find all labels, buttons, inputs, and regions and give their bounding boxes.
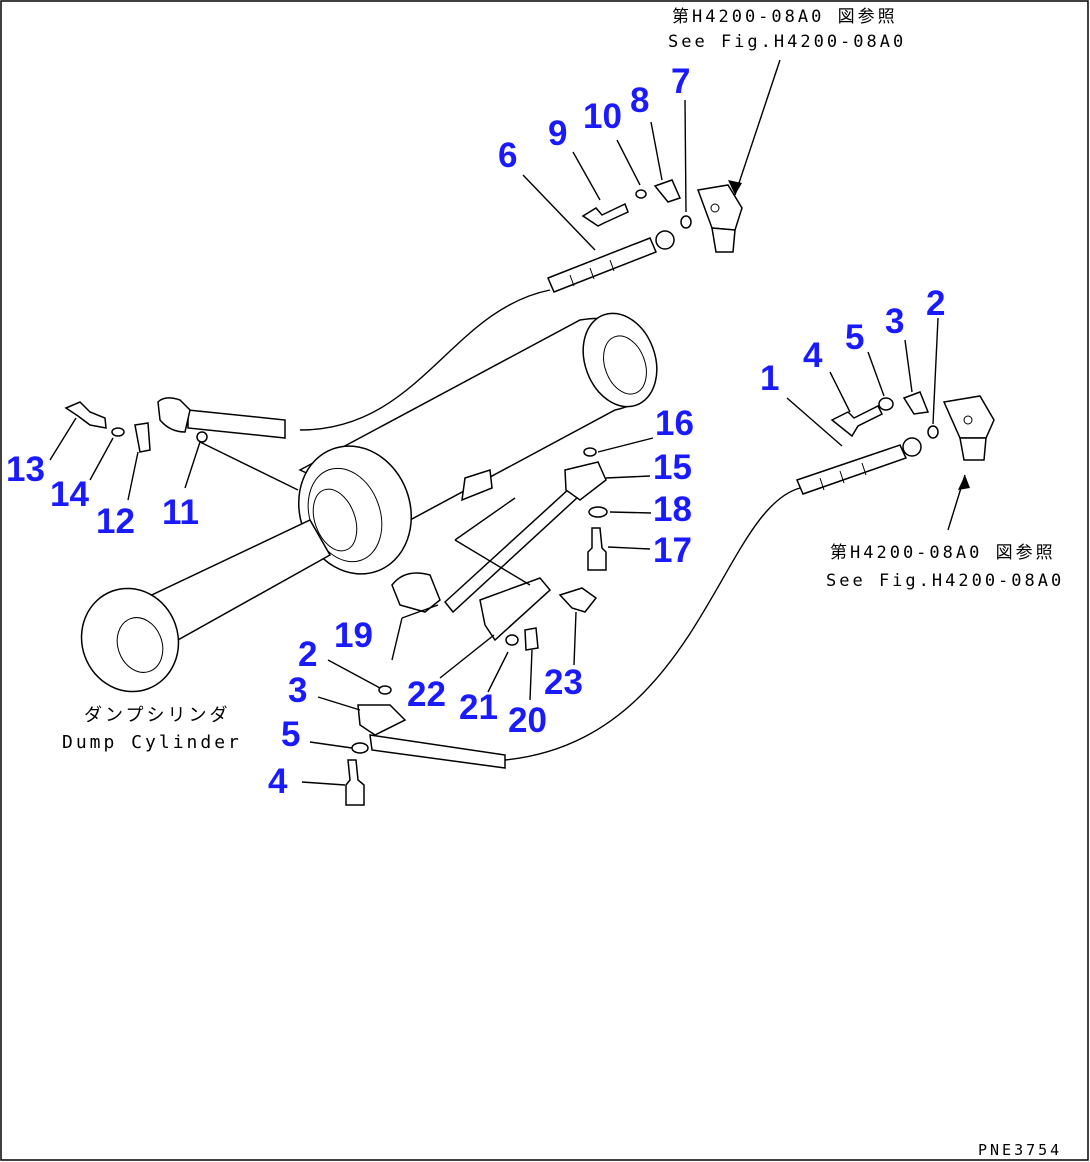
drawing-code: PNE3754 (978, 1141, 1062, 1159)
part-number-21: 21 (459, 688, 498, 727)
part-number-15: 15 (653, 448, 692, 487)
part-number-7: 7 (671, 62, 690, 101)
hose-1 (504, 437, 922, 761)
lower-hose (345, 685, 506, 806)
part-number-11: 11 (162, 493, 199, 532)
reference-top: 第H4200-08A0 図参照 See Fig.H4200-08A0 (668, 7, 906, 52)
part-number-6: 6 (498, 136, 517, 175)
part-number-13: 13 (6, 450, 45, 489)
right-fittings (830, 391, 995, 461)
part-number-19: 19 (334, 616, 373, 655)
dump-cylinder-caption: ダンプシリンダ Dump Cylinder (62, 705, 242, 753)
part-number-2: 2 (926, 284, 945, 323)
part-number-18: 18 (653, 490, 692, 529)
reference-right: 第H4200-08A0 図参照 See Fig.H4200-08A0 (826, 543, 1064, 591)
caption-en: Dump Cylinder (62, 732, 242, 753)
tube-22 (391, 447, 608, 651)
reference-right-en: See Fig.H4200-08A0 (826, 571, 1064, 591)
part-number-4-lower: 4 (268, 762, 288, 801)
part-number-9: 9 (548, 114, 567, 153)
left-hose-fitting (64, 397, 286, 453)
reference-top-en: See Fig.H4200-08A0 (668, 32, 906, 52)
part-number-5: 5 (845, 318, 864, 357)
hose-6 (299, 230, 675, 431)
part-number-5-lower: 5 (281, 715, 300, 754)
part-number-3-lower: 3 (288, 671, 307, 710)
part-numbers: 1 2 3 4 5 6 7 8 9 10 11 12 13 14 15 16 1… (6, 62, 945, 801)
part-number-17: 17 (653, 531, 692, 570)
part-number-3: 3 (885, 302, 904, 341)
part-number-12: 12 (96, 502, 135, 541)
part-number-14: 14 (50, 475, 89, 514)
top-fittings (581, 179, 743, 253)
part-number-22: 22 (407, 675, 446, 714)
leader-lines (49, 59, 970, 786)
part-number-8: 8 (630, 81, 649, 120)
dump-cylinder (80, 312, 658, 693)
part-number-20: 20 (508, 701, 547, 740)
part-number-1: 1 (760, 359, 779, 398)
reference-top-jp: 第H4200-08A0 図参照 (672, 7, 898, 27)
part-number-4: 4 (803, 336, 823, 375)
part-number-16: 16 (655, 404, 694, 443)
part-number-23: 23 (544, 663, 583, 702)
part-number-2-lower: 2 (298, 635, 317, 674)
reference-right-jp: 第H4200-08A0 図参照 (830, 543, 1056, 563)
caption-jp: ダンプシリンダ (84, 705, 230, 726)
part-number-10: 10 (583, 97, 622, 136)
